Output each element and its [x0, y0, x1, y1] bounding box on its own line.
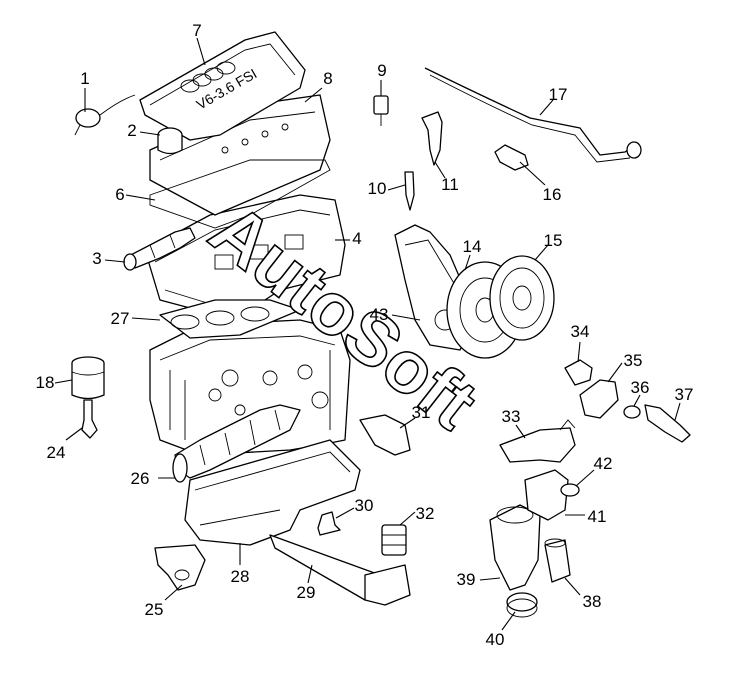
callout-label-8: 8	[323, 69, 332, 88]
callout-label-14: 14	[463, 237, 482, 256]
callout-label-32: 32	[416, 504, 435, 523]
callout-label-29: 29	[297, 583, 316, 602]
callout-label-30: 30	[355, 496, 374, 515]
callout-label-17: 17	[549, 85, 568, 104]
seal-42	[560, 483, 580, 497]
callout-label-10: 10	[368, 179, 387, 198]
callout-label-27: 27	[111, 309, 130, 328]
engine-bracket	[154, 544, 206, 591]
ignition-coil	[421, 111, 443, 166]
callout-label-3: 3	[92, 249, 101, 268]
callout-label-16: 16	[543, 185, 562, 204]
callout-label-33: 33	[502, 407, 521, 426]
oil-filter	[544, 538, 571, 583]
callout-label-28: 28	[231, 567, 250, 586]
callout-label-11: 11	[441, 175, 459, 194]
thermostat	[623, 405, 641, 419]
callout-label-42: 42	[594, 454, 613, 473]
callout-label-4: 4	[352, 229, 361, 248]
callout-label-25: 25	[145, 600, 164, 619]
leader-lines	[54, 37, 681, 631]
camshaft	[123, 227, 196, 271]
connecting-rod	[81, 399, 98, 439]
callout-label-1: 1	[80, 69, 89, 88]
oil-filler-cap	[157, 127, 183, 155]
oil-pan	[184, 439, 361, 546]
engine-mount-32	[381, 524, 407, 556]
water-pipe	[499, 419, 576, 463]
callout-label-38: 38	[583, 592, 602, 611]
head-gasket	[159, 299, 301, 339]
bracket-31	[359, 414, 411, 456]
callout-label-15: 15	[544, 231, 563, 250]
callout-label-36: 36	[631, 378, 650, 397]
callout-label-31: 31	[412, 403, 431, 422]
callout-label-41: 41	[588, 507, 607, 526]
hose-flange	[564, 359, 593, 386]
callout-label-34: 34	[571, 322, 590, 341]
pcv-valve	[74, 94, 136, 136]
callout-label-18: 18	[36, 373, 55, 392]
piston	[71, 356, 105, 400]
callout-label-35: 35	[624, 351, 643, 370]
thermostat-housing	[579, 379, 619, 419]
engine-mount-30	[317, 511, 341, 536]
oil-cooler	[524, 469, 569, 521]
callout-label-9: 9	[377, 61, 386, 80]
engine-top-cover: V6-3.6 FSI	[139, 31, 306, 141]
spark-plug	[404, 171, 415, 211]
breather-hose	[424, 67, 642, 163]
callout-label-39: 39	[457, 570, 476, 589]
callout-label-37: 37	[675, 385, 694, 404]
filter-cap	[506, 592, 538, 618]
coolant-hose	[644, 404, 691, 443]
callout-label-6: 6	[115, 185, 124, 204]
check-valve	[494, 144, 529, 171]
callout-label-26: 26	[131, 469, 150, 488]
callout-label-43: 43	[370, 305, 389, 324]
subframe	[269, 534, 411, 606]
callout-label-7: 7	[192, 21, 201, 40]
oil-filter-housing	[489, 504, 541, 591]
valve-cover-gasket	[149, 159, 331, 229]
callout-label-2: 2	[127, 121, 136, 140]
dual-mass-flywheel	[489, 255, 555, 341]
sensor-9	[373, 95, 389, 126]
callout-label-40: 40	[486, 630, 505, 649]
callout-label-24: 24	[47, 443, 66, 462]
crankshaft	[172, 404, 301, 483]
